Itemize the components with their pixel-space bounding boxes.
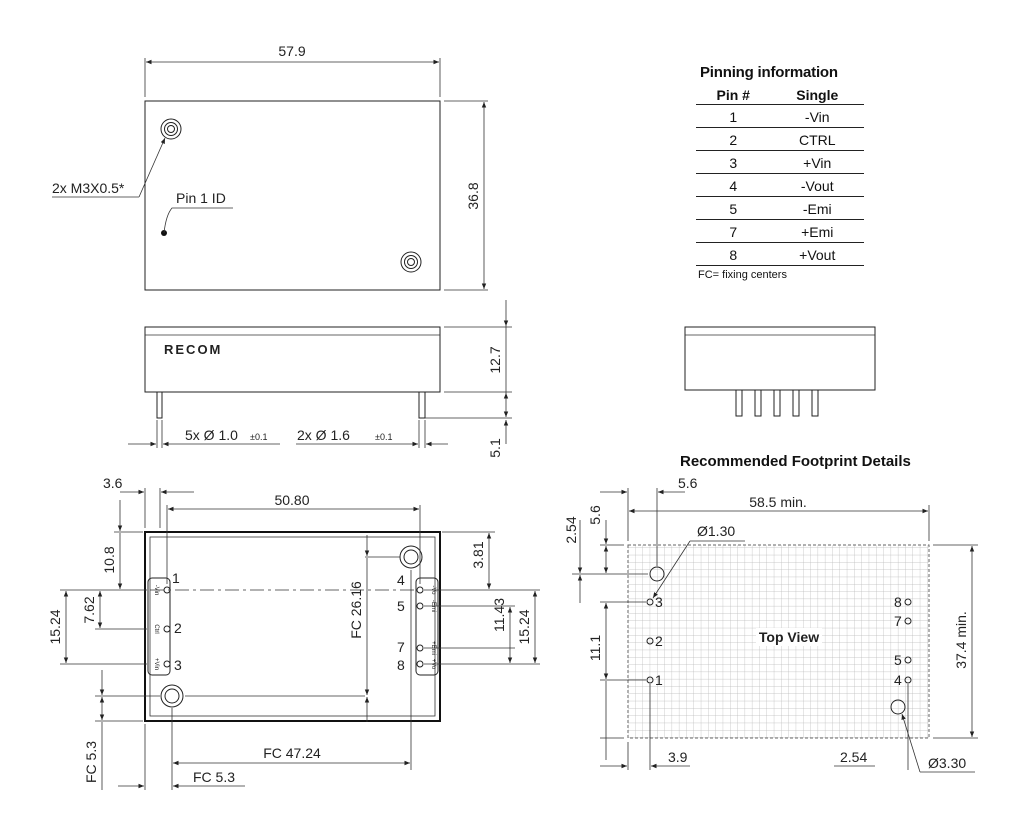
pin-number: 4 (397, 572, 405, 588)
fp-dim-5-6-v: 5.6 (587, 505, 603, 525)
side-view-body (144, 326, 441, 393)
func-cell: -Emi (770, 196, 864, 220)
pin-mark: -Vin (153, 585, 159, 596)
footprint-large-hole-icon (890, 699, 906, 715)
pin-mark: Ctrl (153, 624, 159, 633)
dim-15-24-left: 15.24 (47, 609, 63, 644)
pin-number: 1 (172, 570, 180, 586)
table-row: 4-Vout (696, 173, 864, 197)
end-view (684, 326, 876, 417)
footprint-large-hole-icon (649, 566, 665, 582)
fp-pin: 2 (655, 633, 663, 649)
pin-mark: +Vin (153, 658, 159, 670)
fp-pin: 1 (655, 672, 663, 688)
pin-dia-small-tol: ±0.1 (250, 432, 267, 442)
table-row: 1-Vin (696, 104, 864, 128)
thread-insert-icon (160, 118, 182, 140)
top-view-label: Top View (759, 629, 819, 645)
dim-10-8: 10.8 (101, 546, 117, 573)
func-cell: -Vout (770, 173, 864, 197)
fp-pin: 4 (894, 672, 902, 688)
bottom-view-outline (144, 531, 441, 722)
mounting-hole-icon (399, 545, 423, 569)
pin-cell: 7 (696, 219, 771, 243)
pin-cell: 2 (696, 127, 771, 151)
pin-length-dim: 5.1 (487, 438, 503, 458)
fp-dim-11-1: 11.1 (587, 635, 603, 661)
pin-cell: 3 (696, 150, 771, 174)
mounting-hole-icon (160, 684, 184, 708)
table-row: 8+Vout (696, 242, 864, 266)
fc-note: FC= fixing centers (698, 269, 787, 281)
dim-fc-26-16: FC 26.16 (348, 581, 364, 639)
top-view: 57.9 36.8 2x M3X0.5* Pin 1 ID (52, 43, 488, 291)
table-row: 3+Vin (696, 150, 864, 174)
fp-dim-5-6-h: 5.6 (678, 475, 698, 491)
dim-fc-5-3-h: FC 5.3 (193, 769, 235, 785)
pin-number: 2 (174, 620, 182, 636)
top-width-dim: 57.9 (278, 43, 305, 59)
fp-dim-2-54-v: 2.54 (563, 516, 579, 543)
side-height-dim: 12.7 (487, 346, 503, 373)
table-row: 5-Emi (696, 196, 864, 220)
fp-hole-small: Ø1.30 (697, 523, 735, 539)
dim-fc-5-3-v: FC 5.3 (83, 741, 99, 783)
top-height-dim: 36.8 (465, 182, 481, 209)
fp-dim-37-4: 37.4 min. (953, 611, 969, 669)
pin-cell: 1 (696, 104, 771, 128)
dim-3-6: 3.6 (103, 475, 123, 491)
fp-pin: 5 (894, 652, 902, 668)
side-pin (156, 391, 163, 419)
side-pin (418, 391, 426, 419)
func-cell: +Emi (770, 219, 864, 243)
fp-dim-2-54-h: 2.54 (840, 749, 867, 765)
pinning-info: Pinning information Pin # Single 1-Vin 2… (696, 64, 864, 281)
pin-dia-small: 5x Ø 1.0 (185, 427, 238, 443)
func-cell: -Vin (770, 104, 864, 128)
pin-dia-large: 2x Ø 1.6 (297, 427, 350, 443)
func-cell: +Vout (770, 242, 864, 266)
dim-15-24-right: 15.24 (516, 609, 532, 644)
dim-50-80: 50.80 (274, 492, 309, 508)
func-cell: CTRL (770, 127, 864, 151)
pin-header: Pin # (696, 85, 771, 105)
dim-3-81: 3.81 (470, 541, 486, 568)
bottom-view: -Vin Ctrl +Vin -Vo -Emi +Emi +Vo 1 2 3 4… (47, 475, 540, 790)
table-row: 7+Emi (696, 219, 864, 243)
pin-cell: 8 (696, 242, 771, 266)
pin1-label: Pin 1 ID (176, 190, 226, 206)
footprint-title: Recommended Footprint Details (680, 453, 911, 470)
pin-dia-large-tol: ±0.1 (375, 432, 392, 442)
single-header: Single (770, 85, 864, 105)
fp-hole-large: Ø3.30 (928, 755, 966, 771)
pin-cell: 5 (696, 196, 771, 220)
pin-number: 5 (397, 598, 405, 614)
side-view: RECOM 12.7 5.1 5x Ø 1.0 ±0.1 2x Ø 1.6 ±0… (128, 300, 512, 458)
dim-7-62: 7.62 (81, 596, 97, 623)
dim-11-43: 11.43 (491, 598, 507, 632)
fp-pin: 8 (894, 594, 902, 610)
thread-insert-icon (400, 251, 422, 273)
pin-number: 3 (174, 657, 182, 673)
fp-dim-3-9: 3.9 (668, 749, 688, 765)
top-view-outline (144, 100, 441, 291)
fp-dim-58-5: 58.5 min. (749, 494, 807, 510)
fp-pin: 3 (655, 594, 663, 610)
thread-label: 2x M3X0.5* (52, 180, 125, 196)
func-cell: +Vin (770, 150, 864, 174)
dim-fc-47-24: FC 47.24 (263, 745, 321, 761)
pinning-title: Pinning information (700, 64, 838, 81)
brand-logo: RECOM (164, 342, 222, 357)
pin-cell: 4 (696, 173, 771, 197)
pin-number: 8 (397, 657, 405, 673)
pin-number: 7 (397, 639, 405, 655)
fp-pin: 7 (894, 613, 902, 629)
footprint-view: 3 2 1 8 7 5 4 Top View 5.6 58.5 min. Ø1.… (563, 475, 978, 773)
